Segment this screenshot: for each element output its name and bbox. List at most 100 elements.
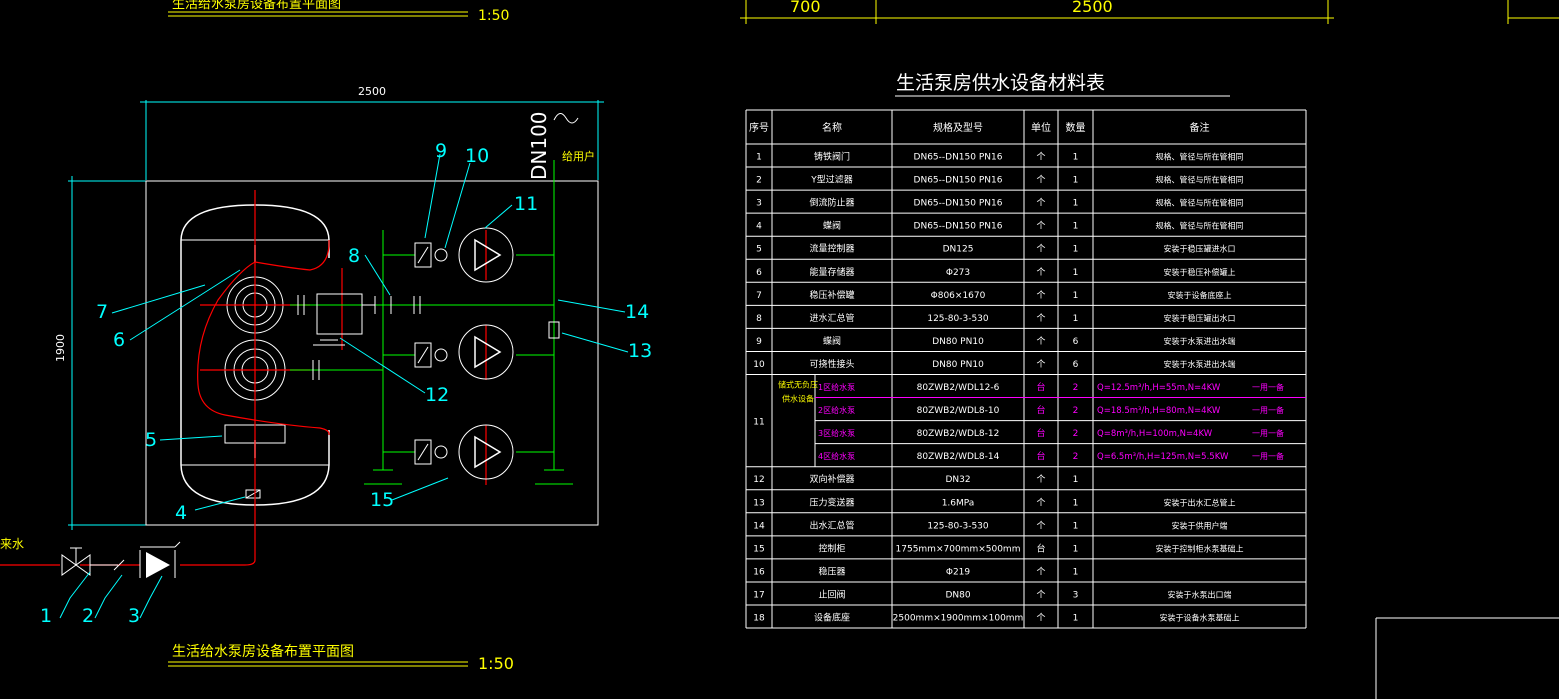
- pump-3-spec: 80ZWB2/WDL8-12: [917, 429, 1000, 439]
- row-2-spec: DN65--DN150 PN16: [914, 176, 1003, 186]
- row-17-qty: 3: [1073, 590, 1079, 600]
- top-title-strip: 生活给水泵房设备布置平面图 1:50: [168, 0, 509, 24]
- row-16-qty: 1: [1073, 567, 1079, 577]
- row-3-unit: 个: [1036, 198, 1045, 209]
- pump-1-qty: 2: [1073, 383, 1079, 393]
- pump-4-unit: 台: [1036, 450, 1045, 462]
- row-10-unit: 个: [1036, 359, 1045, 370]
- row-12-unit: 个: [1036, 474, 1045, 485]
- row-3-qty: 1: [1073, 199, 1079, 209]
- row-9-qty: 6: [1073, 337, 1079, 347]
- row-12-name: 双向补偿器: [809, 473, 854, 485]
- row-11-group-line1: 储式无负压: [778, 380, 818, 390]
- pump-2-unit: 台: [1036, 404, 1045, 416]
- row-10-name: 可挠性接头: [809, 358, 854, 370]
- top-dimension-strip: 700 2500: [740, 0, 1559, 24]
- row-14-name: 出水汇总管: [809, 519, 854, 531]
- pump-1-note: Q=12.5m³/h,H=55m,N=4KW: [1097, 383, 1221, 393]
- pump-4-note: Q=6.5m³/h,H=125m,N=5.5KW: [1097, 452, 1229, 462]
- row-15-qty: 1: [1073, 544, 1079, 554]
- row-15-name: 控制柜: [818, 542, 845, 554]
- row-10-qty: 6: [1073, 360, 1079, 370]
- row-14-no: 14: [753, 521, 765, 531]
- row-9-name: 蝶阀: [823, 335, 841, 347]
- row-3-spec: DN65--DN150 PN16: [914, 199, 1003, 209]
- table-header-3: 规格及型号: [933, 121, 983, 134]
- inlet-assembly: 来水: [0, 537, 181, 578]
- callout-12: 12: [425, 384, 449, 406]
- row-6-qty: 1: [1073, 268, 1079, 278]
- row-15-unit: 台: [1036, 542, 1045, 554]
- row-15-note: 安装于控制柜水泵基础上: [1156, 543, 1244, 553]
- row-12-no: 12: [753, 475, 764, 485]
- row-2-no: 2: [756, 176, 762, 186]
- row-13-spec: 1.6MPa: [942, 498, 975, 508]
- pump-2-duty: 一用一备: [1252, 405, 1284, 415]
- row-5-spec: DN125: [943, 245, 974, 255]
- plan-scale: 1:50: [478, 654, 514, 673]
- pressure-transmitter: [548, 321, 560, 339]
- row-2-qty: 1: [1073, 176, 1079, 186]
- row-3-no: 3: [756, 199, 762, 209]
- plan-dim-width: 2500: [358, 85, 386, 98]
- plan-dim-height: 1900: [54, 334, 67, 362]
- row-14-qty: 1: [1073, 521, 1079, 531]
- row-8-no: 8: [756, 314, 762, 324]
- pump-2-qty: 2: [1073, 406, 1079, 416]
- row-10-note: 安装于水泵进出水端: [1164, 359, 1236, 369]
- pump-unit-2: [414, 324, 514, 380]
- row-6-note: 安装于稳压补偿罐上: [1164, 267, 1236, 277]
- row-6-unit: 个: [1036, 267, 1045, 278]
- row-3-note: 规格、管径与所在管相同: [1156, 198, 1244, 208]
- row-9-unit: 个: [1036, 336, 1045, 347]
- row-13-no: 13: [753, 498, 764, 508]
- callout-8: 8: [348, 245, 360, 267]
- table-header-1: 序号: [749, 121, 769, 134]
- green-piping: [290, 113, 579, 485]
- pump-1-name: 1区给水泵: [818, 382, 855, 392]
- row-18-name: 设备底座: [814, 612, 850, 624]
- row-18-note: 安装于设备水泵基础上: [1160, 613, 1240, 623]
- row-5-name: 流量控制器: [809, 243, 854, 255]
- callout-1: 1: [40, 605, 52, 627]
- callout-11: 11: [514, 193, 538, 215]
- row-7-spec: Φ806×1670: [931, 291, 986, 301]
- centerlines: [0, 190, 487, 566]
- callout-4: 4: [175, 502, 187, 524]
- callout-leaders: [59, 153, 629, 619]
- row-16-no: 16: [753, 567, 765, 577]
- row-13-name: 压力变送器: [809, 496, 854, 508]
- row-5-unit: 个: [1036, 244, 1045, 255]
- table-header-5: 数量: [1066, 121, 1086, 134]
- table-header-4: 单位: [1031, 121, 1051, 134]
- callout-3: 3: [128, 605, 140, 627]
- row-3-name: 倒流防止器: [809, 197, 854, 209]
- row-16-spec: Φ219: [946, 567, 971, 577]
- pump-1-duty: 一用一备: [1252, 382, 1284, 392]
- row-10-spec: DN80 PN10: [932, 360, 984, 370]
- row-8-unit: 个: [1036, 313, 1045, 324]
- pump-3-duty: 一用一备: [1252, 428, 1284, 438]
- row-5-qty: 1: [1073, 245, 1079, 255]
- row-11-no: 11: [753, 418, 764, 428]
- top-dim-left: 700: [790, 0, 821, 16]
- pump-4-name: 4区给水泵: [818, 451, 855, 461]
- pump-4-spec: 80ZWB2/WDL8-14: [917, 452, 1000, 462]
- table-title: 生活泵房供水设备材料表: [896, 72, 1105, 94]
- top-plan-scale: 1:50: [478, 8, 509, 24]
- callout-15: 15: [370, 489, 394, 511]
- row-5-note: 安装于稳压罐进水口: [1164, 244, 1236, 254]
- pump-2-spec: 80ZWB2/WDL8-10: [917, 406, 1000, 416]
- row-2-unit: 个: [1036, 175, 1045, 186]
- row-18-spec: 2500mm×1900mm×100mm: [893, 614, 1024, 624]
- row-17-spec: DN80: [945, 590, 970, 600]
- pump-2-note: Q=18.5m³/h,H=80m,N=4KW: [1097, 406, 1221, 416]
- top-dim-right: 2500: [1072, 0, 1113, 16]
- row-7-qty: 1: [1073, 291, 1079, 301]
- callout-10: 10: [465, 145, 489, 167]
- pump-3-unit: 台: [1036, 427, 1045, 439]
- user-supply-label: 给用户: [562, 149, 595, 163]
- pump-unit-3: [414, 424, 514, 480]
